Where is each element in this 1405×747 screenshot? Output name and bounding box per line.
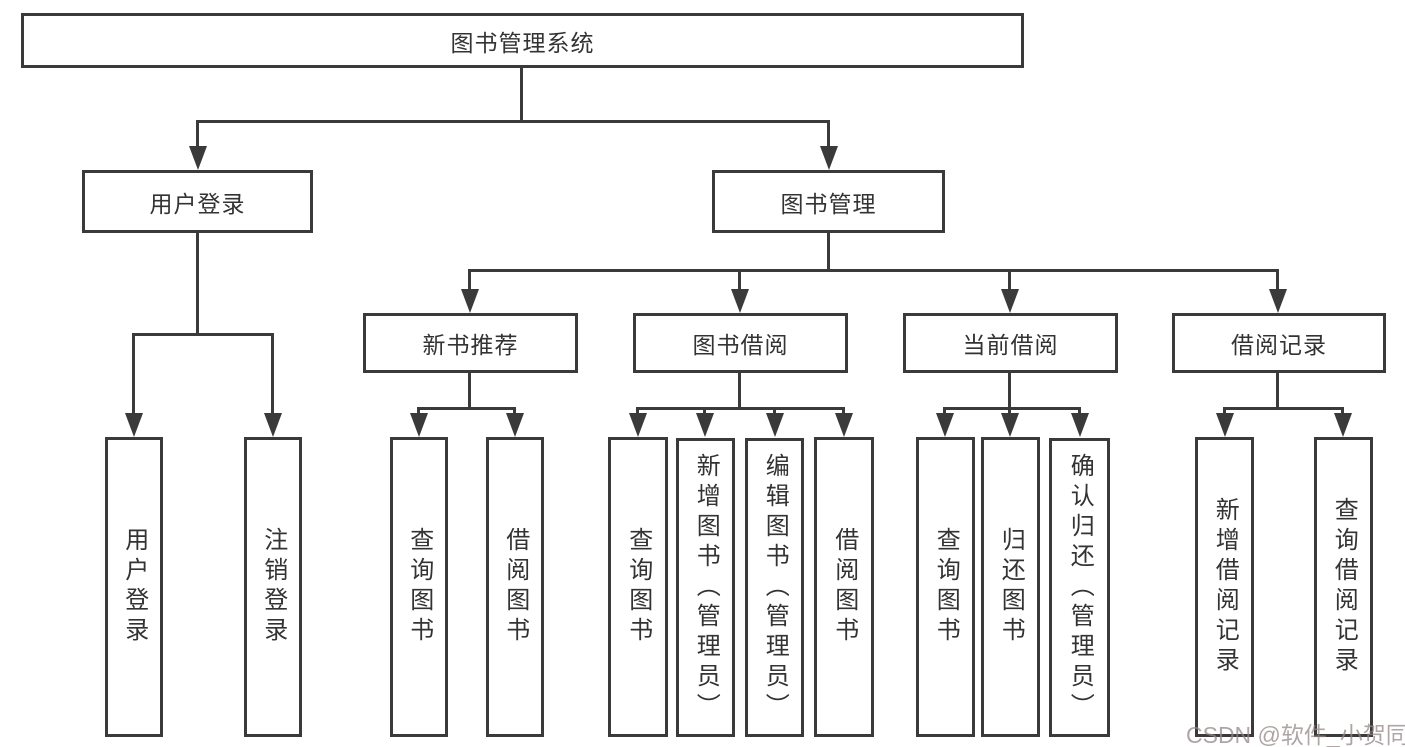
leaf-bb-edit-book-label: 编辑图书（管理员） [761,452,789,723]
connector-bb-stub [738,373,741,410]
leaf-br-add-record-label: 新增借阅记录 [1211,497,1239,677]
node-current-borrow: 当前借阅 [903,313,1118,373]
connector-level3-horizontal [468,269,1279,272]
csdn-watermark: CSDN @软件_小贺同学 [1186,722,1405,747]
arrow-down-icon [271,333,274,413]
connector-cb-horizontal [943,407,1081,410]
arrow-down-icon [738,269,741,289]
node-library-system: 图书管理系统 [21,13,1024,68]
leaf-br-add-record: 新增借阅记录 [1195,437,1254,737]
connector-user-login-stub [196,233,199,336]
arrow-down-icon [1276,269,1279,289]
arrow-down-icon [636,407,639,413]
connector-bb-horizontal [636,407,845,410]
leaf-bb-edit-book: 编辑图书（管理员） [745,438,804,737]
node-borrow-records-label: 借阅记录 [1231,332,1327,358]
connector-br-stub [1276,373,1279,410]
node-user-login-label: 用户登录 [149,190,246,217]
leaf-logout-login-label: 注销登录 [259,527,287,647]
leaf-bb-query-book-label: 查询图书 [624,527,652,647]
leaf-bb-add-book-label: 新增图书（管理员） [692,452,720,723]
node-book-borrow: 图书借阅 [633,313,848,373]
node-library-system-label: 图书管理系统 [450,29,595,56]
arrow-down-icon [703,407,706,413]
arrow-down-icon [468,269,471,289]
leaf-user-login: 用户登录 [105,437,163,737]
arrow-down-icon [1341,407,1344,413]
leaf-cb-query-book: 查询图书 [916,437,975,737]
arrow-down-icon [1223,407,1226,413]
node-book-management: 图书管理 [712,170,945,233]
connector-br-horizontal [1223,407,1344,410]
leaf-rec-borrow-book-label: 借阅图书 [501,527,529,647]
leaf-cb-confirm-return-label: 确认归还（管理员） [1066,452,1094,723]
leaf-br-query-record: 查询借阅记录 [1314,437,1373,737]
leaf-logout-login: 注销登录 [244,437,302,737]
connector-user-login-horizontal [132,333,274,336]
connector-rec-horizontal [417,407,516,410]
connector-root-stub [520,68,523,120]
leaf-cb-query-book-label: 查询图书 [932,527,960,647]
node-new-book-recommend: 新书推荐 [363,313,578,373]
node-user-login: 用户登录 [82,170,313,233]
node-book-management-label: 图书管理 [780,190,877,217]
leaf-rec-query-book-label: 查询图书 [405,527,433,647]
node-new-book-recommend-label: 新书推荐 [422,332,519,358]
leaf-user-login-label: 用户登录 [120,527,148,647]
leaf-cb-return-book: 归还图书 [981,437,1040,737]
leaf-bb-query-book: 查询图书 [608,437,668,737]
connector-root-horizontal [196,120,830,123]
leaf-bb-add-book: 新增图书（管理员） [676,438,735,737]
arrow-down-icon [1078,407,1081,413]
arrow-down-icon [1008,269,1011,289]
node-borrow-records: 借阅记录 [1172,313,1386,373]
connector-cb-stub [1008,373,1011,410]
node-current-borrow-label: 当前借阅 [962,332,1059,358]
leaf-br-query-record-label: 查询借阅记录 [1330,497,1358,677]
leaf-rec-query-book: 查询图书 [390,437,448,737]
connector-book-mgmt-stub [827,233,830,272]
arrow-down-icon [842,407,845,413]
leaf-cb-return-book-label: 归还图书 [997,527,1025,647]
leaf-bb-borrow-book-label: 借阅图书 [830,527,858,647]
leaf-bb-borrow-book: 借阅图书 [814,437,874,737]
arrow-down-icon [417,407,420,413]
leaf-rec-borrow-book: 借阅图书 [486,437,544,737]
leaf-cb-confirm-return: 确认归还（管理员） [1049,438,1110,737]
connector-rec-stub [468,373,471,410]
node-book-borrow-label: 图书借阅 [692,332,789,358]
arrow-down-icon [827,120,830,146]
arrow-down-icon [132,333,135,413]
arrow-down-icon [773,407,776,413]
arrow-down-icon [513,407,516,413]
arrow-down-icon [1008,407,1011,413]
arrow-down-icon [196,120,199,146]
arrow-down-icon [943,407,946,413]
